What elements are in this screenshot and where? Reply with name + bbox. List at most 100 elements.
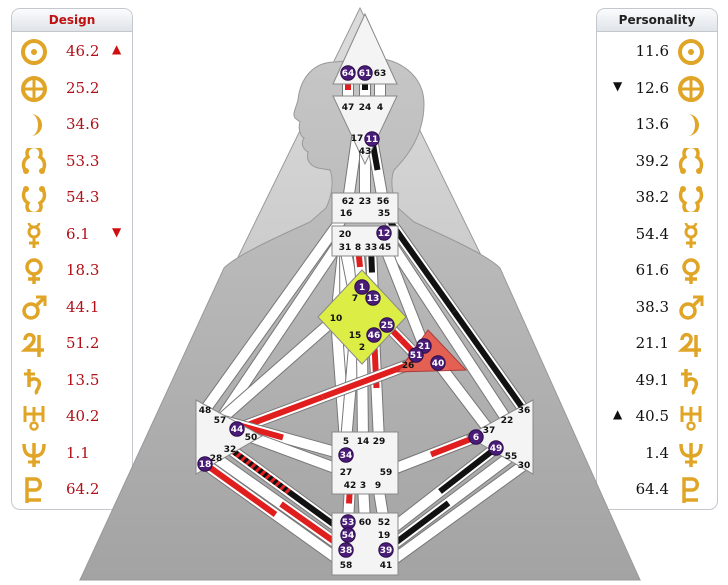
gate-label-24: 24 bbox=[359, 103, 372, 113]
gate-label-6: 6 bbox=[473, 433, 479, 443]
gate-label-47: 47 bbox=[342, 103, 355, 113]
gate-marker-1 bbox=[354, 279, 370, 295]
planet-row: 53.3 bbox=[12, 146, 132, 178]
gate-label-32: 32 bbox=[224, 445, 237, 455]
earth-icon bbox=[678, 75, 704, 102]
gate-line-value: 61.6 bbox=[635, 261, 669, 279]
gate-label-21: 21 bbox=[418, 342, 431, 352]
jupiter-icon bbox=[677, 332, 701, 357]
planet-row: 51.2 bbox=[12, 328, 132, 360]
planet-row: 21.1 bbox=[597, 328, 717, 360]
gate-label-55: 55 bbox=[505, 452, 518, 462]
channel-50-27 bbox=[246, 432, 351, 477]
gate-line-value: 38.3 bbox=[635, 297, 669, 316]
gate-label-43: 43 bbox=[359, 147, 372, 157]
planet-row: 46.2 ▲ bbox=[12, 36, 132, 68]
gate-label-42: 42 bbox=[344, 481, 357, 491]
gate-label-25: 25 bbox=[381, 321, 394, 331]
venus-icon bbox=[25, 258, 43, 284]
gate-marker-18 bbox=[197, 456, 213, 472]
planet-row: 34.6 bbox=[12, 109, 132, 141]
planet-row: 54.4 bbox=[597, 219, 717, 251]
gate-label-20: 20 bbox=[339, 230, 352, 240]
planet-row: 1.4 bbox=[597, 438, 717, 470]
channel-45-21 bbox=[380, 242, 429, 351]
gate-label-17: 17 bbox=[351, 134, 364, 144]
planet-row: 18.3 bbox=[12, 255, 132, 287]
planet-row: 13.5 bbox=[12, 365, 132, 397]
planet-row: 40.2 bbox=[12, 401, 132, 433]
gate-marker-12 bbox=[376, 225, 392, 241]
gate-label-4: 4 bbox=[377, 103, 383, 113]
earth-icon bbox=[21, 75, 47, 102]
gate-label-33: 33 bbox=[365, 243, 378, 253]
gate-label-40: 40 bbox=[432, 359, 445, 369]
planet-row: 44.1 bbox=[12, 292, 132, 324]
jupiter-icon bbox=[20, 332, 44, 357]
gate-line-value: 64.4 bbox=[635, 480, 669, 498]
channel-20-57 bbox=[215, 229, 350, 425]
uranus-icon bbox=[680, 406, 702, 431]
channel-activation-6 bbox=[429, 434, 478, 458]
gate-line-value: 11.6 bbox=[635, 42, 669, 60]
pluto-icon bbox=[25, 477, 42, 503]
gate-label-63: 63 bbox=[374, 69, 387, 79]
channel-activation-36 bbox=[451, 309, 527, 412]
gate-label-46: 46 bbox=[368, 331, 381, 341]
planet-row: 25.2 bbox=[12, 73, 132, 105]
gate-line-value: 21.1 bbox=[635, 334, 669, 352]
gate-line-value: 1.1 bbox=[66, 443, 90, 462]
gate-label-2: 2 bbox=[359, 343, 365, 353]
gate-marker-38 bbox=[338, 542, 354, 558]
channel-activation-18 bbox=[203, 461, 278, 517]
gate-label-61: 61 bbox=[359, 69, 372, 79]
saturn-icon bbox=[681, 368, 699, 395]
gate-label-48: 48 bbox=[199, 406, 212, 416]
venus-icon bbox=[682, 258, 700, 284]
gate-label-27: 27 bbox=[340, 468, 353, 478]
gate-label-37: 37 bbox=[483, 426, 496, 436]
mars-icon bbox=[22, 295, 47, 320]
gate-label-8: 8 bbox=[355, 243, 361, 253]
g-center bbox=[317, 269, 407, 365]
gate-label-10: 10 bbox=[330, 314, 343, 324]
gate-label-5: 5 bbox=[343, 437, 349, 447]
planet-row: 39.2 bbox=[597, 146, 717, 178]
gate-label-58: 58 bbox=[340, 561, 353, 571]
gate-label-41: 41 bbox=[380, 561, 393, 571]
detriment-arrow-icon: ▼ bbox=[613, 78, 623, 93]
exalted-arrow-icon: ▲ bbox=[613, 407, 623, 421]
gate-label-11: 11 bbox=[366, 135, 379, 145]
neptune-icon bbox=[679, 442, 703, 467]
gate-line-value: 1.4 bbox=[645, 443, 669, 462]
gate-label-44: 44 bbox=[231, 425, 244, 435]
gate-label-18: 18 bbox=[199, 460, 212, 470]
gate-label-23: 23 bbox=[359, 197, 372, 207]
gate-label-16: 16 bbox=[340, 209, 353, 219]
gate-marker-51 bbox=[408, 347, 424, 363]
pluto-icon bbox=[682, 477, 699, 503]
gate-label-50: 50 bbox=[245, 433, 258, 443]
gate-line-value: 12.6 bbox=[635, 78, 669, 97]
gate-line-value: 54.3 bbox=[66, 188, 100, 206]
gate-marker-44 bbox=[229, 421, 245, 437]
mercury-icon bbox=[27, 222, 41, 248]
channel-16-48 bbox=[200, 208, 351, 415]
gate-line-value: 40.5 bbox=[635, 407, 669, 425]
gate-marker-25 bbox=[379, 317, 395, 333]
gate-line-value: 40.2 bbox=[66, 407, 100, 425]
gate-label-53: 53 bbox=[342, 518, 355, 528]
gate-marker-54 bbox=[340, 527, 356, 543]
gate-label-22: 22 bbox=[501, 416, 514, 426]
gate-line-value: 46.2 bbox=[66, 42, 100, 60]
planet-row: 54.3 bbox=[12, 182, 132, 214]
throat-center-upper bbox=[331, 192, 399, 224]
gate-line-value: 13.5 bbox=[66, 370, 100, 389]
planet-row: 40.5 ▲ bbox=[597, 401, 717, 433]
gate-label-26: 26 bbox=[402, 361, 415, 371]
gate-label-62: 62 bbox=[342, 197, 355, 207]
exalted-arrow-icon: ▲ bbox=[112, 42, 122, 56]
